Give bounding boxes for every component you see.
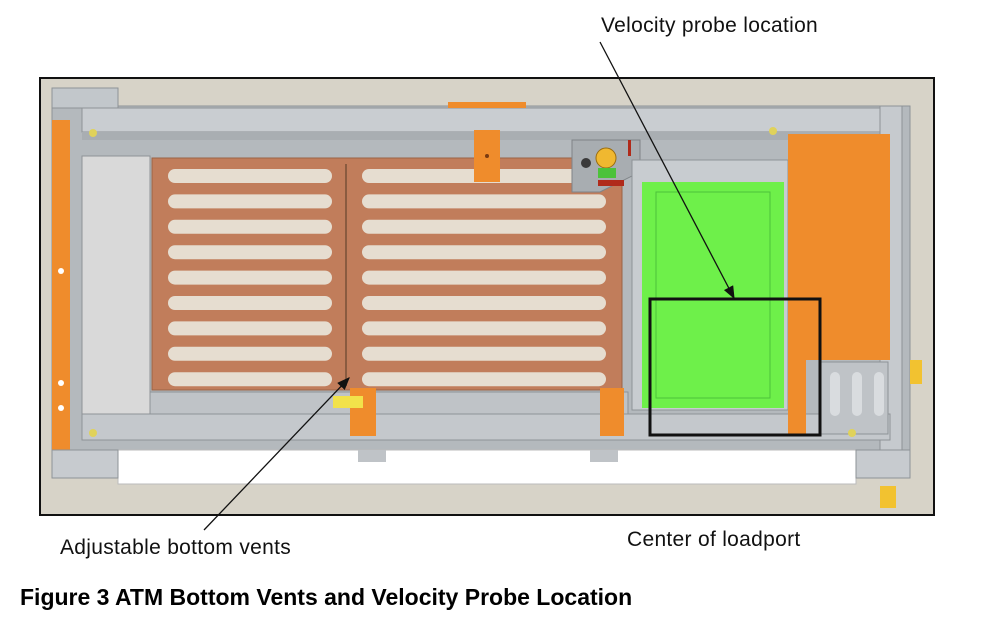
vent-slot [168,245,332,260]
bottom-left-support [51,449,119,479]
orange-bracket [350,388,376,436]
yellow-tab [910,360,922,384]
screw-icon [89,129,97,137]
screw-icon [89,429,97,437]
lower-bar [149,391,629,415]
vent-slot [362,372,606,387]
bottom-white-bar [117,449,857,485]
bottom-vents-arrow [203,377,350,531]
bottom-tab [590,450,618,462]
top-orange-bump [448,102,526,108]
velocity-probe-arrow [599,41,735,300]
rail-hole [58,405,64,411]
screw-icon [769,127,777,135]
screw-icon [848,429,856,437]
loadport-center-box [648,297,822,437]
vent-slot [362,346,606,361]
vent-slot [362,194,606,209]
center-loadport-label: Center of loadport [627,528,801,551]
left-orange-rail [52,120,70,450]
top-beam [81,107,891,133]
right-vent-slot [830,372,840,416]
vent-slot [362,270,606,285]
valve-port-icon [581,158,591,168]
rail-hole [58,380,64,386]
adjustable-vents-label: Adjustable bottom vents [60,536,292,559]
yellow-label [333,396,363,408]
vent-slot [168,270,332,285]
vent-slot [362,219,606,234]
vent-slot [362,321,606,336]
top-rail [51,87,119,109]
right-orange-strip [788,134,806,434]
vent-slots-left [168,169,332,387]
rail-hole [58,268,64,274]
vent-slot [168,219,332,234]
vent-slot [168,296,332,310]
valve-knob-icon [595,147,617,169]
green-panel [642,182,784,408]
valve-green-tag [598,168,616,178]
vent-slot [168,372,332,387]
right-vent-slot [874,372,884,416]
figure-caption: Figure 3 ATM Bottom Vents and Velocity P… [20,584,633,610]
valve-red-bar [598,180,624,186]
yellow-post [880,486,896,508]
bottom-right-support [855,449,911,479]
bracket-hole [485,154,489,158]
bottom-tab [358,450,386,462]
vent-slot [168,321,332,336]
vent-slot [168,346,332,361]
valve-red-stem [628,140,631,156]
vent-slot [362,296,606,310]
green-panel-inner [655,191,771,399]
left-panel [81,155,151,415]
velocity-probe-label: Velocity probe location [601,14,819,37]
vent-slots-right [362,169,606,387]
vent-slot [168,194,332,209]
vent-slot [362,245,606,260]
right-vent-slot [852,372,862,416]
orange-bracket [600,388,624,436]
vent-slot [168,169,332,183]
